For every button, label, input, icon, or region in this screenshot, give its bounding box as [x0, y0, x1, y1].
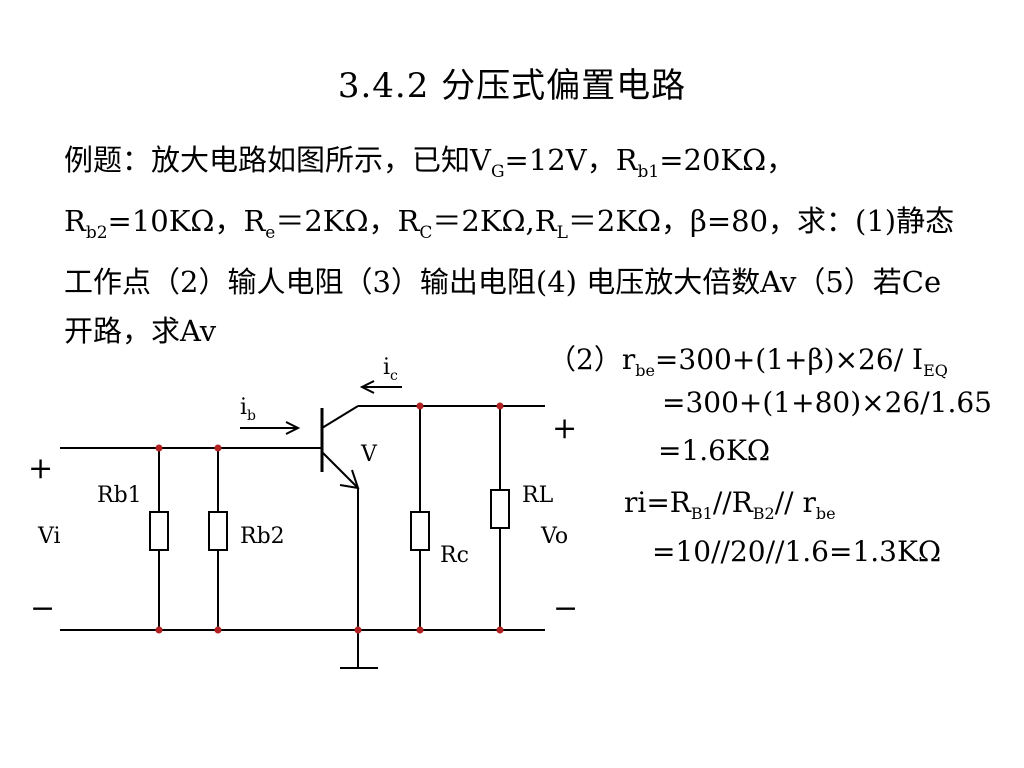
junction-dot [214, 444, 222, 452]
label-vo: Vo [540, 524, 568, 549]
junction-dot [155, 626, 163, 634]
problem-text: ＝2KΩ，β=80，求：(1)静态工作点（2）输人电阻（3）输出电阻(4) 电压… [64, 204, 955, 348]
circuit-diagram: + − Vi Rb1 Rb2 ib ic V Rc RL Vo + − [28, 355, 578, 669]
subscript: be [635, 361, 655, 380]
resistor-rb2 [208, 511, 228, 551]
junction-dot [496, 626, 504, 634]
problem-text: 例题：放大电路如图所示，已知V [64, 143, 491, 177]
resistor-rl [490, 489, 510, 529]
label-vi: Vi [37, 524, 61, 549]
transistor-collector-lead [321, 405, 359, 429]
calc-text: ri=R [624, 486, 691, 519]
calc-text: （2）r [548, 343, 636, 376]
subscript: EQ [923, 361, 948, 380]
ib-arrow-icon [285, 421, 301, 435]
junction-dot [214, 626, 222, 634]
label-ic-main: i [383, 355, 390, 380]
subscript: b2 [85, 223, 108, 243]
label-ic: ic [383, 355, 398, 384]
problem-statement: 例题：放大电路如图所示，已知VG=12V，Rb1=20KΩ，Rb2=10KΩ，R… [64, 136, 969, 356]
subscript: B2 [752, 504, 775, 523]
problem-text: =10KΩ，R [107, 204, 266, 238]
junction-dot [416, 626, 424, 634]
subscript: G [490, 162, 505, 182]
subscript: b1 [637, 162, 660, 182]
problem-text: =20KΩ，R [64, 143, 796, 238]
input-plus-sign: + [28, 451, 53, 486]
calc-line-3: =1.6KΩ [658, 434, 771, 467]
label-ib-sub: b [247, 408, 256, 424]
calc-text: // r [774, 486, 816, 519]
label-ib: ib [240, 395, 256, 424]
ic-arrow-icon [359, 380, 375, 394]
output-plus-sign: + [552, 411, 577, 446]
resistor-rc [410, 511, 430, 551]
transistor-emitter-lead [321, 451, 359, 489]
label-rl: RL [522, 483, 554, 508]
problem-text: ＝2KΩ,R [432, 204, 557, 238]
subscript: B1 [690, 504, 713, 523]
page-title: 3.4.2 分压式偏置电路 [337, 66, 687, 106]
label-ib-main: i [240, 395, 247, 420]
input-minus-sign: − [30, 591, 55, 626]
calc-text: =300+(1+β)×26/ I [654, 343, 924, 376]
subscript: be [815, 504, 836, 523]
calc-line-ri: ri=RB1//RB2// rbe [624, 486, 836, 523]
label-ic-sub: c [390, 368, 398, 384]
junction-dot [354, 626, 362, 634]
label-transistor-v: V [360, 442, 378, 467]
junction-dot [496, 402, 504, 410]
calc-line-5: =10//20//1.6=1.3KΩ [652, 535, 942, 568]
junction-dot [155, 444, 163, 452]
label-rb2: Rb2 [240, 524, 285, 549]
subscript: e [265, 223, 276, 243]
problem-text: =12V，R [504, 143, 638, 177]
label-rb1: Rb1 [97, 483, 142, 508]
calc-line-rbe: （2）rbe=300+(1+β)×26/ IEQ [548, 338, 948, 380]
problem-text: ＝2KΩ，R [275, 204, 420, 238]
junction-dot [416, 402, 424, 410]
subscript: C [419, 223, 433, 243]
subscript: L [556, 223, 568, 243]
resistor-rb1 [149, 511, 169, 551]
output-minus-sign: − [553, 591, 578, 626]
calc-text: //R [712, 486, 753, 519]
label-rc: Rc [440, 543, 469, 568]
calc-line-2: =300+(1+80)×26/1.65 [662, 386, 992, 419]
